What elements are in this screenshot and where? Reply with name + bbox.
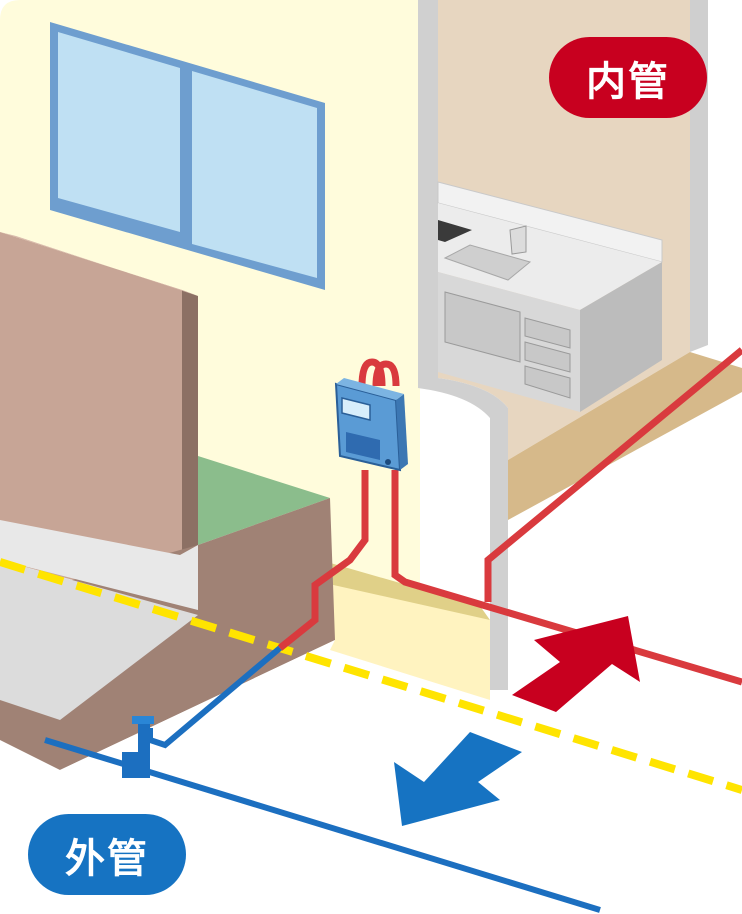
street-surface <box>0 520 198 610</box>
property-boundary-line <box>0 558 742 794</box>
inner-pipe-badge: 内管 <box>549 37 707 118</box>
gas-meter-icon <box>334 378 408 472</box>
inner-pipe-label: 内管 <box>586 58 670 105</box>
window <box>50 22 325 290</box>
lawn <box>198 456 330 545</box>
inbound-arrow-icon <box>512 616 640 712</box>
wall-partition <box>418 0 508 690</box>
fence <box>0 232 198 610</box>
outer-pipe-label: 外管 <box>65 835 149 882</box>
outbound-arrow-icon <box>394 732 522 826</box>
pipe-junction-icon <box>122 716 154 778</box>
kitchen-sink-icon <box>437 181 663 412</box>
outer-pipe-badge: 外管 <box>28 814 186 895</box>
